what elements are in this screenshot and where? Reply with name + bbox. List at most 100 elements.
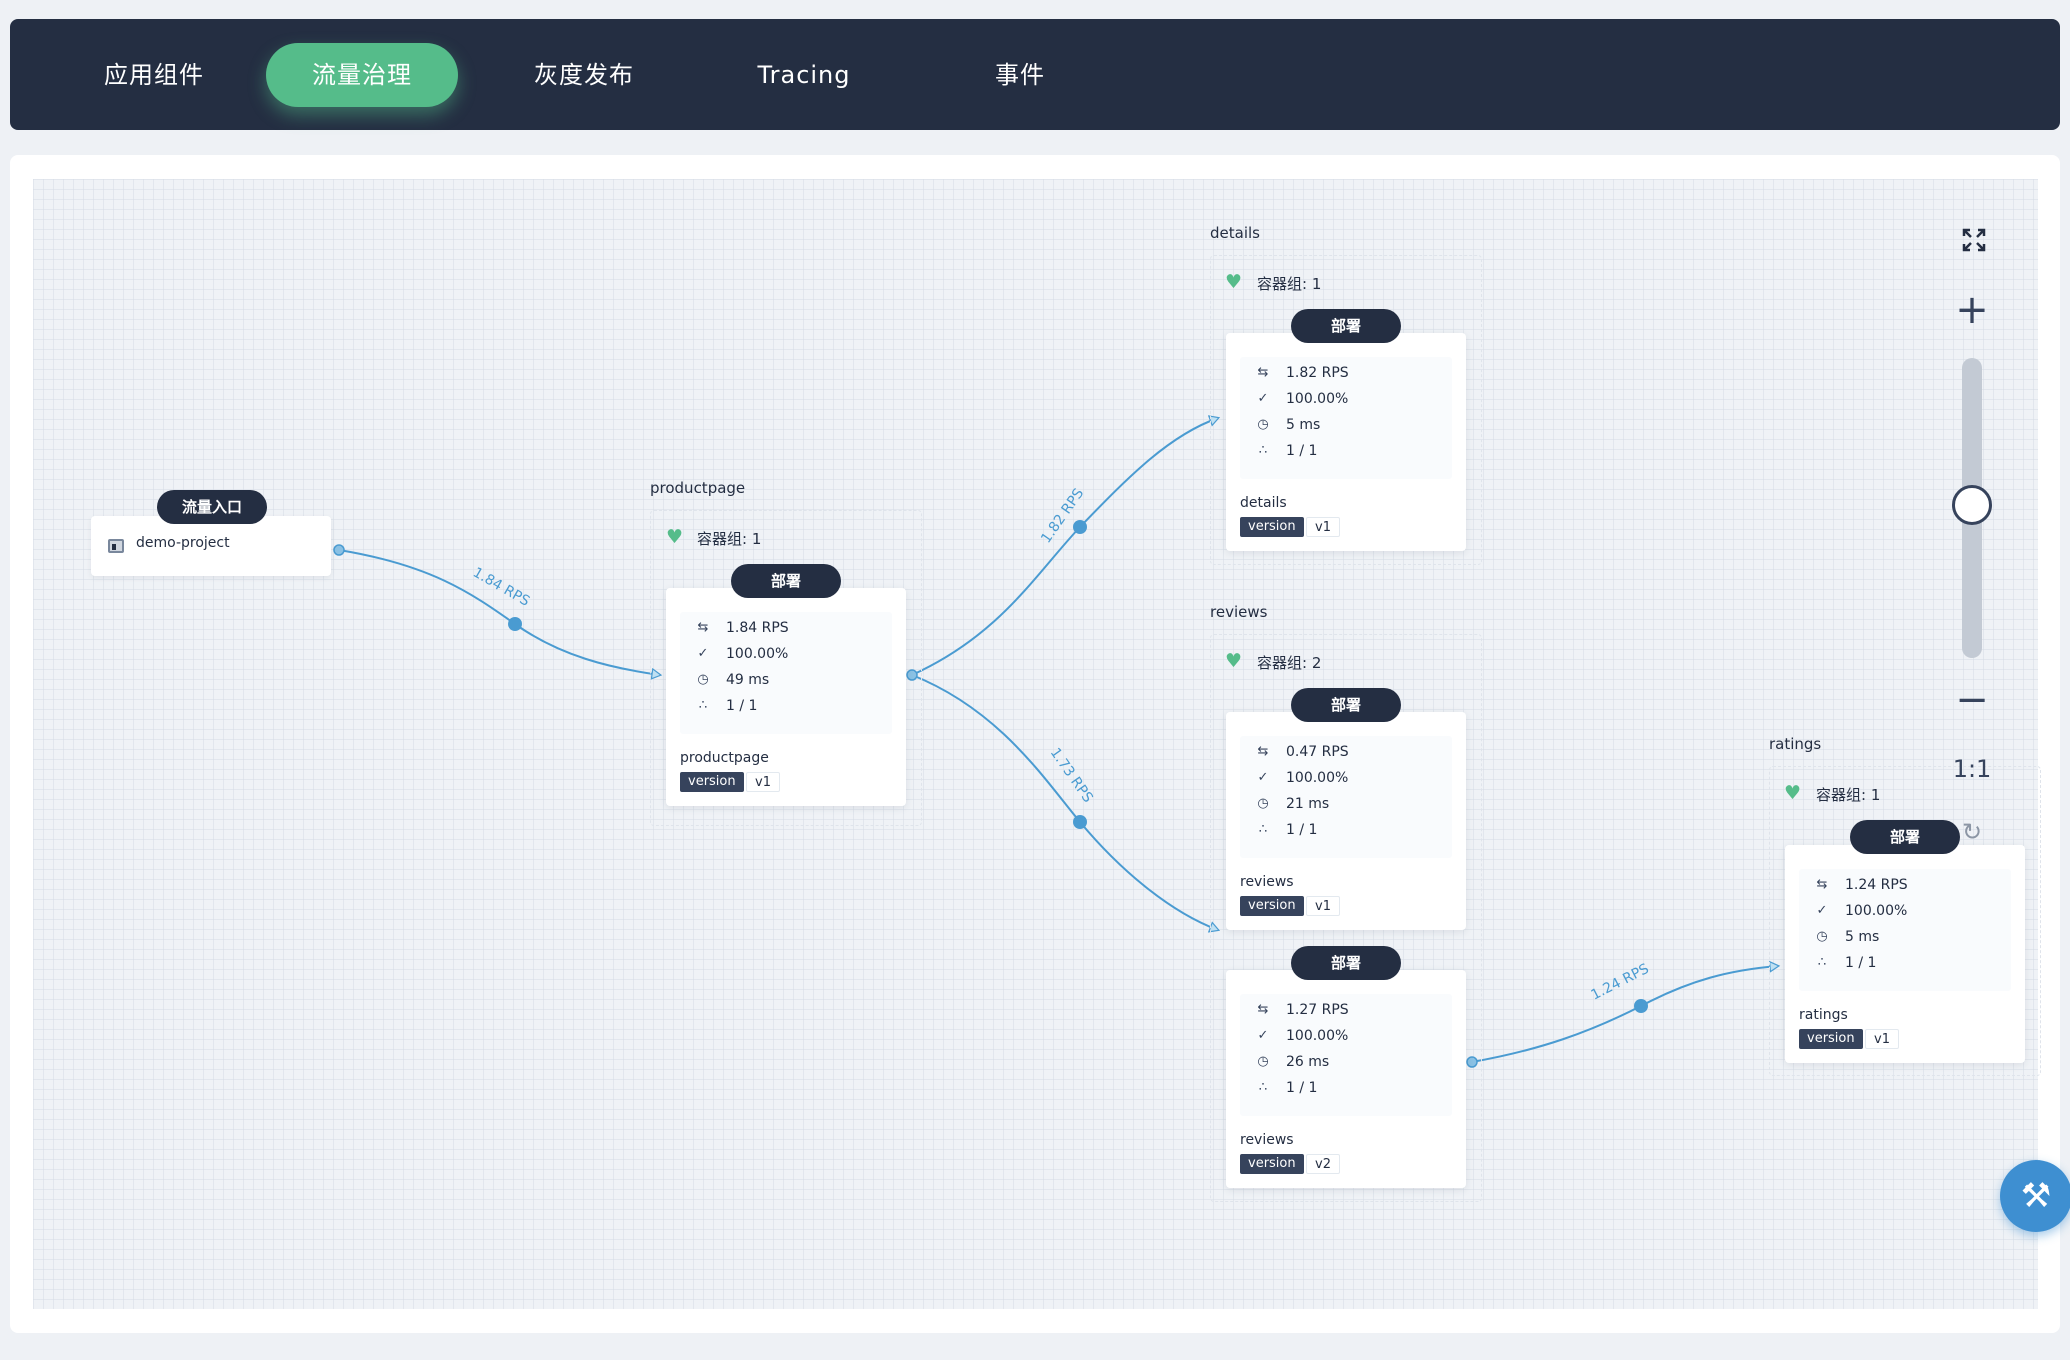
pods-icon: ∴ — [698, 698, 708, 713]
heart-icon: ♥ — [666, 526, 684, 548]
topology-canvas[interactable] — [33, 179, 2038, 1309]
pod-count: 容器组: 1 — [697, 530, 762, 548]
metric-latency: 5 ms — [1845, 929, 1880, 945]
tab-grayscale-release[interactable]: 灰度发布 — [534, 61, 634, 89]
check-icon: ✓ — [1257, 770, 1269, 785]
tab-tracing[interactable]: Tracing — [757, 61, 851, 89]
tag-value: v1 — [746, 772, 780, 792]
ingress-project-name: demo-project — [136, 535, 230, 551]
pod-count: 容器组: 1 — [1257, 275, 1322, 293]
fullscreen-button[interactable] — [1954, 224, 1994, 256]
metric-latency: 26 ms — [1286, 1054, 1330, 1070]
metric-replicas: 1 / 1 — [1286, 443, 1318, 459]
heart-icon: ♥ — [1784, 782, 1802, 804]
tab-traffic-management[interactable]: 流量治理 — [266, 43, 458, 107]
deployment-badge: 部署 — [1291, 946, 1401, 980]
deployment-badge: 部署 — [1850, 820, 1960, 854]
zoom-in-button[interactable]: + — [1950, 290, 1994, 330]
deployment-card-reviews-v2[interactable]: ⇆1.27 RPS ✓100.00% ◷26 ms ∴1 / 1 reviews… — [1226, 970, 1466, 1188]
swap-arrows-icon: ⇆ — [1257, 365, 1269, 380]
deployment-card-reviews-v1[interactable]: ⇆ 0.47 RPS ✓ 100.00% ◷ 21 ms ∴ 1 / 1 reviews… — [1226, 712, 1466, 930]
service-name-details: details — [1210, 224, 1260, 242]
deployment-badge: 部署 — [731, 564, 841, 598]
metrics-box: ⇆ 1.84 RPS ✓ 100.00% ◷ 49 ms ∴ 1 / 1 — [680, 612, 892, 734]
deployment-badge: 部署 — [1291, 309, 1401, 343]
pods-icon: ∴ — [1258, 822, 1268, 837]
deployment-name: reviews — [1240, 874, 1294, 890]
metric-rps: 1.27 RPS — [1286, 1002, 1349, 1018]
clock-icon: ◷ — [1257, 1054, 1269, 1069]
check-icon: ✓ — [1816, 903, 1828, 918]
metrics-box: ⇆1.27 RPS ✓100.00% ◷26 ms ∴1 / 1 — [1240, 994, 1452, 1116]
pods-icon: ∴ — [1258, 1080, 1268, 1095]
metric-rps: 1.82 RPS — [1286, 365, 1349, 381]
heart-icon: ♥ — [1225, 271, 1243, 293]
clock-icon: ◷ — [1257, 796, 1269, 811]
deployment-name: ratings — [1799, 1007, 1848, 1023]
zoom-reset-button[interactable]: 1:1 — [1952, 755, 1992, 783]
pods-icon: ∴ — [1817, 955, 1827, 970]
tag-key: version — [1240, 517, 1304, 537]
check-icon: ✓ — [1257, 391, 1269, 406]
deployment-name: details — [1240, 495, 1287, 511]
zoom-slider-handle[interactable] — [1952, 485, 1992, 525]
tag-key: version — [1799, 1029, 1863, 1049]
tag-value: v1 — [1306, 517, 1340, 537]
clock-icon: ◷ — [1257, 417, 1269, 432]
metric-replicas: 1 / 1 — [1845, 955, 1877, 971]
service-name-ratings: ratings — [1769, 735, 1822, 753]
heart-icon: ♥ — [1225, 650, 1243, 672]
metric-latency: 49 ms — [726, 672, 770, 688]
metrics-box: ⇆ 1.24 RPS ✓ 100.00% ◷ 5 ms ∴ 1 / 1 — [1799, 869, 2011, 991]
tag-value: v1 — [1865, 1029, 1899, 1049]
tab-app-components[interactable]: 应用组件 — [104, 61, 204, 89]
metric-latency: 5 ms — [1286, 417, 1321, 433]
deployment-card-details-v1[interactable]: ⇆1.82 RPS ✓100.00% ◷5 ms ∴1 / 1 details … — [1226, 333, 1466, 551]
tab-events[interactable]: 事件 — [995, 61, 1045, 89]
expand-icon — [1962, 228, 1986, 252]
service-group-productpage[interactable] — [650, 510, 922, 826]
refresh-icon[interactable]: ↻ — [1961, 818, 1983, 846]
ingress-node[interactable]: demo-project — [91, 516, 331, 576]
tag-key: version — [680, 772, 744, 792]
tag-value: v1 — [1306, 896, 1340, 916]
service-group-ratings[interactable] — [1769, 766, 2041, 1076]
service-group-reviews[interactable] — [1210, 634, 1482, 1202]
clock-icon: ◷ — [697, 672, 709, 687]
deployment-card-ratings-v1[interactable]: ⇆1.24 RPS ✓100.00% ◷5 ms ∴1 / 1 ratings … — [1785, 845, 2025, 1063]
metric-rps: 1.84 RPS — [726, 620, 789, 636]
tag-key: version — [1240, 896, 1304, 916]
project-icon — [108, 539, 124, 553]
metric-latency: 21 ms — [1286, 796, 1330, 812]
pods-icon: ∴ — [1258, 443, 1268, 458]
metric-success-rate: 100.00% — [1286, 391, 1349, 407]
metric-replicas: 1 / 1 — [1286, 1080, 1318, 1096]
metrics-box: ⇆ 1.82 RPS ✓ 100.00% ◷ 5 ms ∴ 1 / 1 — [1240, 357, 1452, 479]
metrics-box: ⇆ 0.47 RPS ✓ 100.00% ◷ 21 ms ∴ 1 / 1 — [1240, 736, 1452, 858]
metric-success-rate: 100.00% — [1286, 770, 1349, 786]
metric-replicas: 1 / 1 — [1286, 822, 1318, 838]
metric-rps: 0.47 RPS — [1286, 744, 1349, 760]
service-group-details[interactable] — [1210, 255, 1482, 565]
metric-success-rate: 100.00% — [726, 646, 789, 662]
service-name-reviews: reviews — [1210, 603, 1268, 621]
metric-replicas: 1 / 1 — [726, 698, 758, 714]
metric-rps: 1.24 RPS — [1845, 877, 1908, 893]
tool-button[interactable]: ⚒ — [2000, 1160, 2070, 1232]
swap-arrows-icon: ⇆ — [1257, 1002, 1269, 1017]
zoom-out-button[interactable]: − — [1950, 680, 1994, 720]
swap-arrows-icon: ⇆ — [1816, 877, 1828, 892]
hammer-icon: ⚒ — [2020, 1176, 2052, 1216]
ingress-badge: 流量入口 — [157, 490, 267, 524]
deployment-name: reviews — [1240, 1132, 1294, 1148]
swap-arrows-icon: ⇆ — [697, 620, 709, 635]
check-icon: ✓ — [697, 646, 709, 661]
swap-arrows-icon: ⇆ — [1257, 744, 1269, 759]
metric-success-rate: 100.00% — [1845, 903, 1908, 919]
deployment-card-productpage-v1[interactable]: ⇆1.84 RPS ✓100.00% ◷49 ms ∴1 / 1 product… — [666, 588, 906, 806]
pod-count: 容器组: 1 — [1816, 786, 1881, 804]
tag-value: v2 — [1306, 1154, 1340, 1174]
deployment-badge: 部署 — [1291, 688, 1401, 722]
plus-icon: + — [1955, 287, 1989, 333]
clock-icon: ◷ — [1816, 929, 1828, 944]
